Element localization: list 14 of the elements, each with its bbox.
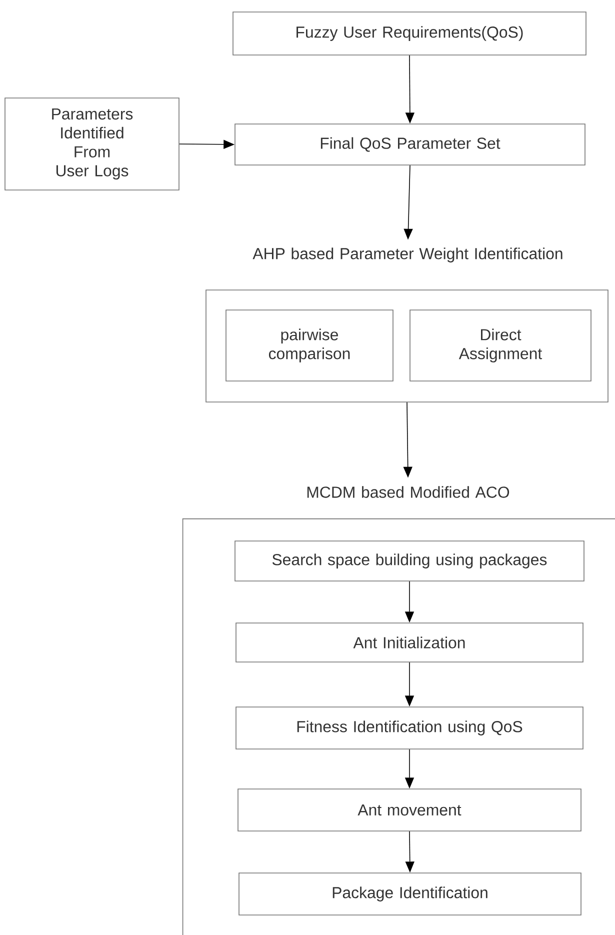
group-box bbox=[182, 518, 615, 935]
process-box: Final QoS Parameter Set bbox=[234, 124, 586, 166]
process-box: Package Identification bbox=[238, 872, 582, 916]
process-box: Ant movement bbox=[238, 788, 582, 832]
stage-heading: MCDM based Modified ACO bbox=[307, 486, 510, 498]
process-box: Ant Initialization bbox=[236, 622, 584, 662]
process-box: Search space building using packages bbox=[234, 540, 584, 582]
process-box: pairwise comparison bbox=[226, 310, 394, 382]
group-box bbox=[206, 290, 608, 402]
process-box: Fitness Identification using QoS bbox=[236, 706, 584, 750]
process-box: Direct Assignment bbox=[410, 310, 592, 382]
stage-heading: AHP based Parameter Weight Identification bbox=[252, 248, 562, 262]
process-box: Fuzzy User Requirements(QoS) bbox=[232, 12, 586, 56]
process-box: Parameters Identified From User Logs bbox=[4, 98, 180, 190]
